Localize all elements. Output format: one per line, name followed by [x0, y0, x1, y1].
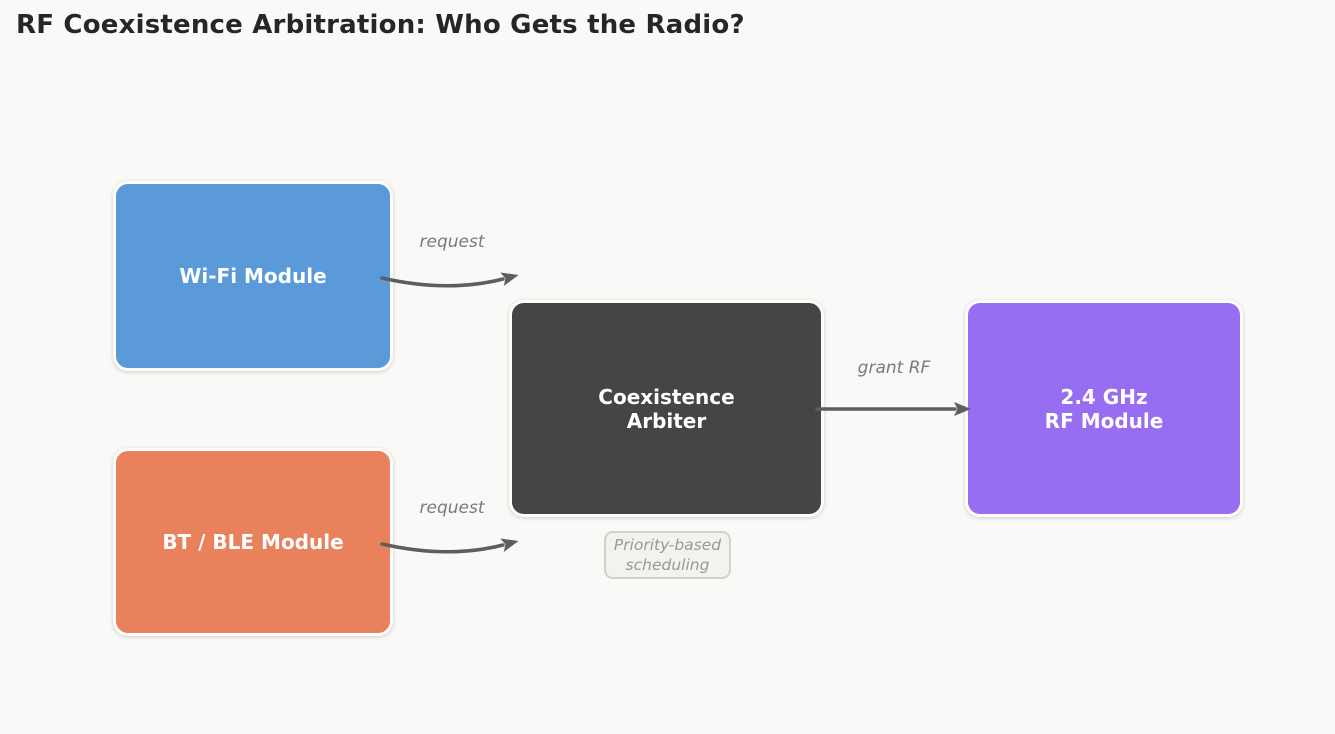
node-arbiter-label-line2: Arbiter: [626, 408, 707, 433]
page-title: RF Coexistence Arbitration: Who Gets the…: [16, 10, 745, 40]
node-rf-label-line2: RF Module: [1044, 408, 1164, 433]
node-bt-ble-module: BT / BLE Module: [113, 448, 393, 636]
edge-label-wifi-request: request: [419, 232, 485, 252]
note-priority-scheduling: Priority-based scheduling: [604, 531, 731, 579]
node-bt-label: BT / BLE Module: [162, 530, 344, 554]
node-wifi-label: Wi-Fi Module: [179, 264, 327, 288]
node-coexistence-arbiter: Coexistence Arbiter: [509, 300, 824, 517]
note-line2: scheduling: [625, 556, 710, 574]
node-rf-module: 2.4 GHz RF Module: [965, 300, 1243, 517]
arrow-bt-request: [380, 538, 519, 554]
edge-label-bt-request: request: [419, 498, 485, 518]
node-wifi-module: Wi-Fi Module: [113, 181, 393, 371]
arrow-wifi-request: [380, 272, 519, 288]
note-line1: Priority-based: [613, 536, 722, 554]
node-arbiter-label-line1: Coexistence: [598, 384, 735, 409]
node-rf-label-line1: 2.4 GHz: [1060, 384, 1148, 409]
edge-label-grant-rf: grant RF: [857, 358, 931, 378]
